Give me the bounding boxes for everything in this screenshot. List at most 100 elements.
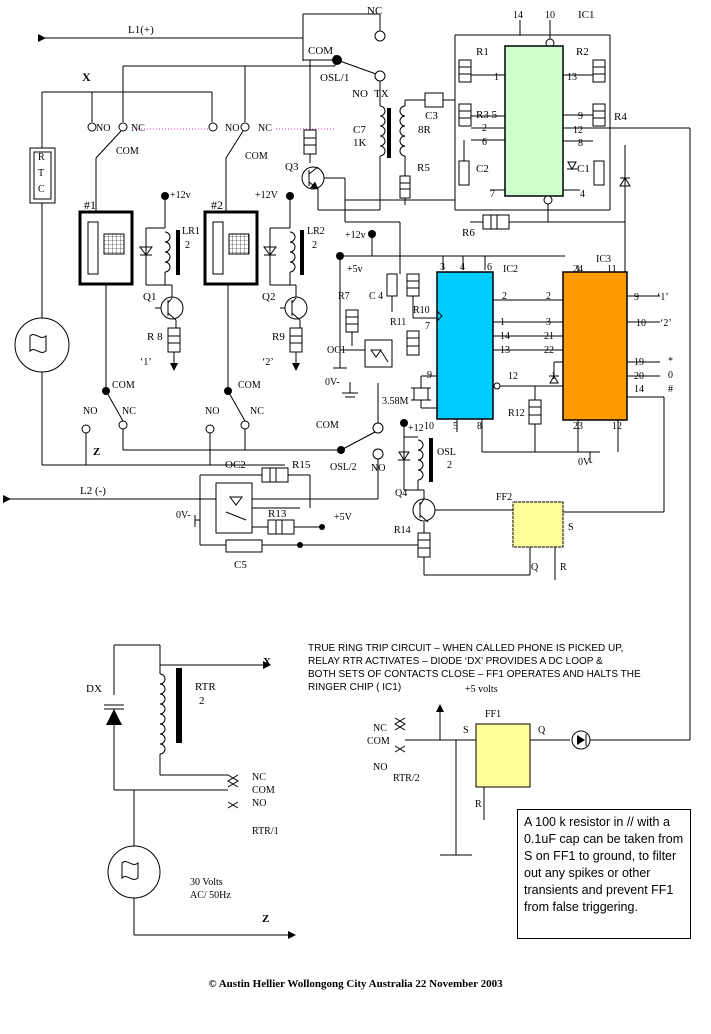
optocoupler-oc2 <box>199 474 420 546</box>
label-ff2r: R <box>560 562 567 573</box>
label-r14: R14 <box>394 525 411 536</box>
resistor-r7 <box>345 309 359 346</box>
label-r11: R11 <box>390 317 406 328</box>
label-rtc-r: R <box>38 152 45 163</box>
caption-line: RELAY RTR ACTIVATES – DIODE ‘DX’ PROVIDE… <box>308 656 603 667</box>
label-ic2p13: 13 <box>500 345 510 356</box>
label-ic2p14: 14 <box>500 331 510 342</box>
label-p7: 7 <box>490 189 495 200</box>
label-com4: COM <box>238 380 261 391</box>
transistor-q2 <box>280 296 308 371</box>
label-rtrn: 2 <box>199 695 205 707</box>
label-p4: 4 <box>580 189 585 200</box>
label-q2key: ‘2’ <box>660 318 672 329</box>
label-no2: NO <box>225 123 239 134</box>
label-rtc-t: T <box>38 168 44 179</box>
label-ff2q: Q <box>531 562 539 573</box>
label-r7: R7 <box>338 291 350 302</box>
label-ic3p21: 21 <box>544 331 554 342</box>
ic3-pins <box>577 265 665 513</box>
caption-line: BOTH SETS OF CONTACTS CLOSE – FF1 OPERAT… <box>308 669 641 680</box>
label-rtr2: RTR/2 <box>393 773 420 784</box>
ic3-chip <box>562 271 628 421</box>
x-bus <box>41 55 336 148</box>
transistor-q4 <box>412 498 530 576</box>
ic2-ground <box>456 419 600 453</box>
label-ic2p2: 2 <box>502 291 507 302</box>
label-sw1: #1 <box>84 198 96 212</box>
label-out14: 14 <box>634 384 644 395</box>
label-rtr: RTR <box>195 681 216 693</box>
label-x-top: X <box>82 70 91 84</box>
ic2-area-wires <box>333 230 565 369</box>
label-no1: NO <box>96 123 110 134</box>
ringer-ac-source <box>107 845 161 899</box>
label-v12d: +12 <box>408 423 424 434</box>
resistor-r15 <box>261 467 310 483</box>
copyright-footer: © Austin Hellier Wollongong City Austral… <box>208 978 503 990</box>
label-nc4: NC <box>250 406 264 417</box>
ic2-clock-mark <box>436 310 443 322</box>
label-ic3: IC3 <box>596 254 611 265</box>
label-star: * <box>668 356 673 367</box>
ff2-texture <box>512 501 564 548</box>
label-zero-v: 0V- <box>176 510 191 521</box>
label-p6: 6 <box>482 137 487 148</box>
label-tx: TX <box>374 88 389 100</box>
label-nc2: NC <box>258 123 272 134</box>
label-x-bot: X <box>263 656 271 668</box>
caption-line: TRUE RING TRIP CIRCUIT – WHEN CALLED PHO… <box>308 643 624 654</box>
label-r13: R13 <box>268 508 287 520</box>
label-com2: COM <box>245 151 268 162</box>
label-no5: NO <box>371 463 385 474</box>
label-v0: 0V- <box>325 377 340 388</box>
label-ff1q: Q <box>538 725 546 736</box>
label-oc1: OC1 <box>327 345 346 356</box>
label-c7v: 1K <box>353 137 367 149</box>
label-osl2: OSL/2 <box>330 462 357 473</box>
note-box: A 100 k resistor in // with a 0.1uF cap … <box>517 809 691 939</box>
label-p12: 12 <box>573 125 583 136</box>
ff2-wires <box>529 511 598 580</box>
label-ac2: AC/ 50Hz <box>190 890 231 901</box>
label-ff1s: S <box>463 725 469 736</box>
label-com3: COM <box>112 380 135 391</box>
label-c1: C1 <box>577 163 590 175</box>
transistor-q1 <box>155 296 184 371</box>
label-z-bot: Z <box>262 913 269 925</box>
label-nc3: NC <box>122 406 136 417</box>
resistor-r11 <box>406 330 420 356</box>
label-ic3p2: 2 <box>546 291 551 302</box>
resistor-r12 <box>528 386 542 452</box>
label-lr2n: 2 <box>312 240 317 251</box>
label-c7: C7 <box>353 124 366 136</box>
resistor-r6 <box>470 145 631 265</box>
label-out10: 10 <box>636 318 646 329</box>
optocoupler-oc1 <box>340 339 393 368</box>
phone-1 <box>78 210 134 388</box>
resistor-c7 <box>303 60 317 163</box>
label-osln: 2 <box>447 460 452 471</box>
label-ff2s: S <box>568 522 574 533</box>
label-p1: 1 <box>494 72 499 83</box>
osl2-contact <box>337 383 384 499</box>
label-nc-f: NC <box>373 723 387 734</box>
label-no-f: NO <box>373 762 387 773</box>
label-ic2p12: 12 <box>508 371 518 382</box>
label-r15: R15 <box>292 459 311 471</box>
relay-osl <box>398 419 433 500</box>
ground-oc1 <box>342 382 358 398</box>
label-r5: R5 <box>417 162 430 174</box>
label-v12b: +12V <box>255 190 279 201</box>
relay-lr1 <box>139 192 180 300</box>
label-out9: 9 <box>634 292 639 303</box>
label-plus5v: +5V <box>334 512 353 523</box>
label-ic3p12: 12 <box>612 421 622 432</box>
capacitor-c4 <box>386 273 398 312</box>
label-no-b: NO <box>252 798 266 809</box>
label-ic2p5: 5 <box>453 421 458 432</box>
label-ic2p1: 1 <box>500 317 505 328</box>
label-q1: Q1 <box>143 291 156 303</box>
transistor-q3 <box>301 166 455 274</box>
